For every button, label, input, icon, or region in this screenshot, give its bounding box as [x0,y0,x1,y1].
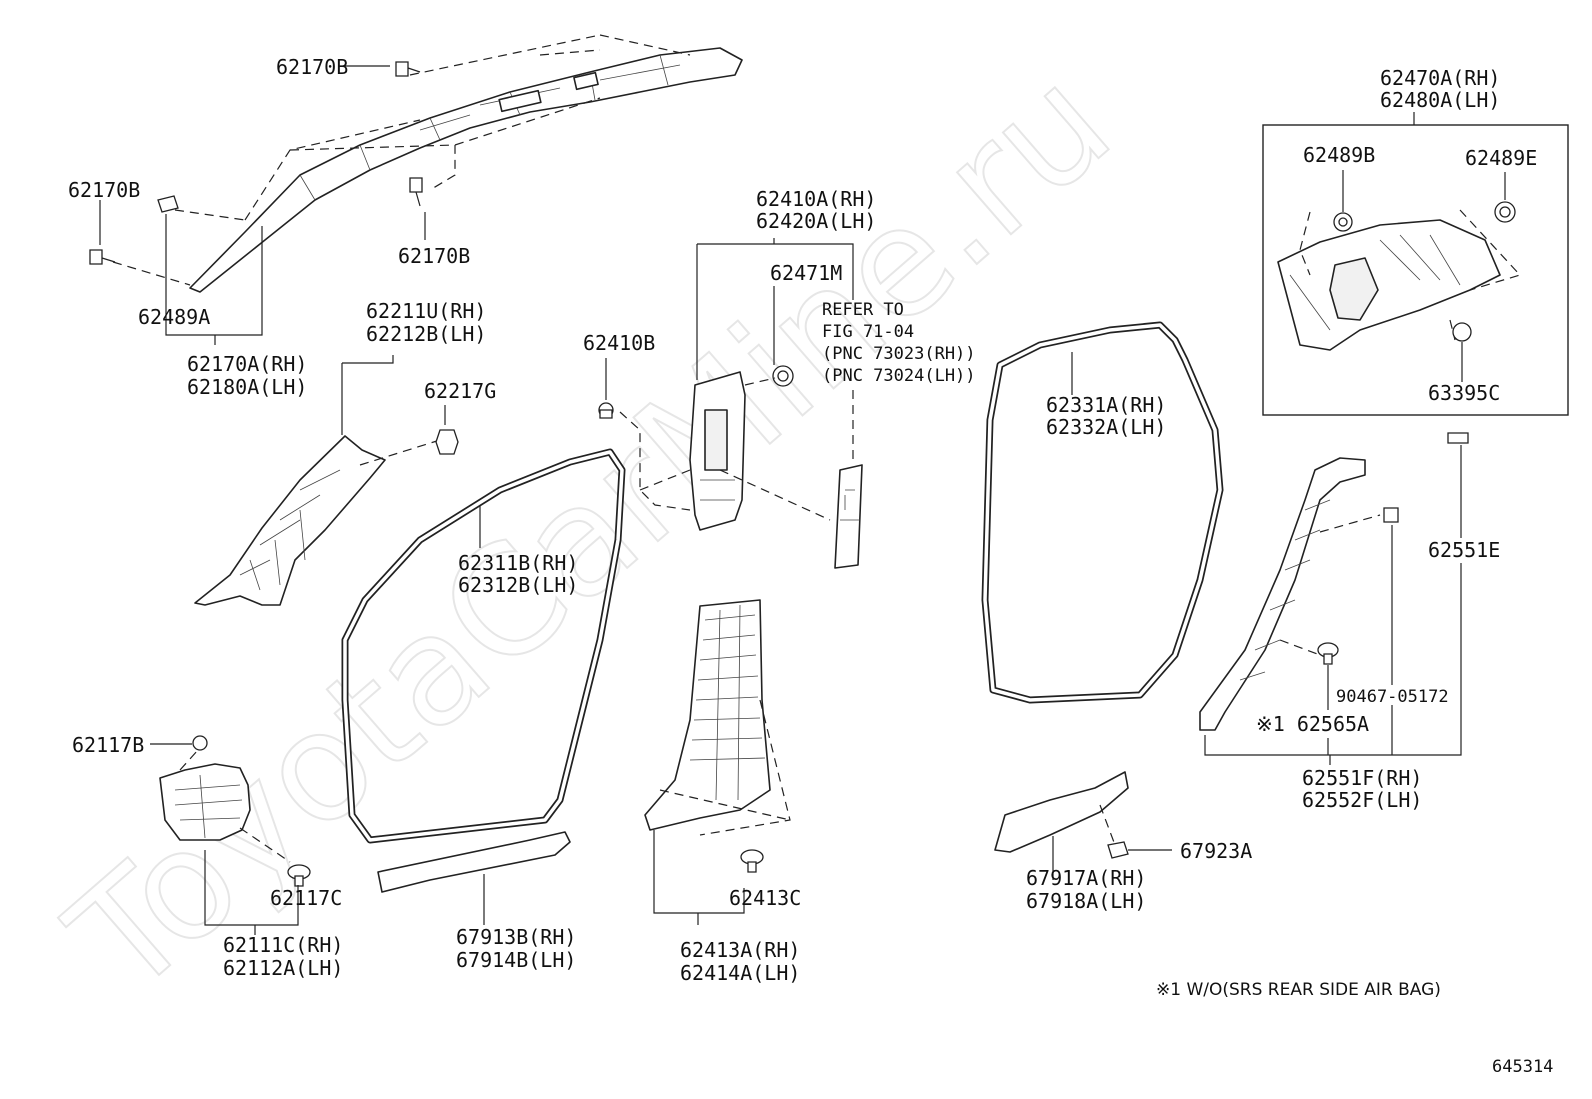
part-label: 62413C [729,886,801,910]
center-pillar-upper-garnish [689,371,746,531]
reference-note: (PNC 73024(LH)) [822,366,976,386]
part-label: 67913B(RH) [456,925,576,949]
part-label: 62551F(RH) [1302,766,1422,790]
part-label: 62111C(RH) [223,933,343,957]
seatbelt-anchor-cover [834,464,863,569]
clip-icon [740,849,764,873]
roof-side-inner-garnish [1277,219,1501,351]
part-label: 62331A(RH) [1046,393,1166,417]
footnote: ※1 W/O(SRS REAR SIDE AIR BAG) [1156,980,1441,1000]
part-label: 62117B [72,733,144,757]
part-label: 67923A [1180,839,1252,863]
part-label: ※1 62565A [1256,712,1369,736]
part-label: 62211U(RH) [366,299,486,323]
rear-door-scuff-plate [994,771,1129,853]
center-pillar-lower-garnish [644,599,771,831]
clip-icon [157,195,179,213]
clip-icon [598,402,614,419]
part-label: 62470A(RH) [1380,66,1500,90]
part-label: 62410A(RH) [756,187,876,211]
part-label: 62311B(RH) [458,551,578,575]
part-label: 62170B [398,244,470,268]
clip-icon [287,864,311,887]
front-pillar-garnish [112,34,743,293]
part-label: 90467-05172 [1336,687,1449,707]
clip-icon [1317,642,1339,665]
cowl-side-trim [159,763,251,841]
quarter-pillar-garnish [1199,457,1366,731]
part-label: 62170B [276,55,348,79]
clip-icon [1107,841,1129,859]
part-label: 62212B(LH) [366,322,486,346]
clip-icon [1333,212,1353,232]
part-label: 62551E [1428,538,1500,562]
part-label: 62170A(RH) [187,352,307,376]
part-label: 62332A(LH) [1046,415,1166,439]
part-label: 62480A(LH) [1380,88,1500,112]
part-label: 67918A(LH) [1026,889,1146,913]
part-label: 67917A(RH) [1026,866,1146,890]
rear-door-weatherstrip [981,321,1224,704]
part-label: 62552F(LH) [1302,788,1422,812]
part-label: 62489A [138,305,210,329]
part-label: 67914B(LH) [456,948,576,972]
clip-icon [1447,432,1469,444]
part-label: 62489E [1465,146,1537,170]
reference-note: (PNC 73023(RH)) [822,344,976,364]
quarter-trim-box [1262,124,1569,416]
figure-number: 645314 [1492,1057,1553,1077]
bolt-icon [395,61,421,77]
part-label: 62420A(LH) [756,209,876,233]
part-label: 62414A(LH) [680,961,800,985]
front-door-scuff-plate [377,831,571,893]
clip-icon [1383,507,1399,523]
reference-note: REFER TO [822,300,904,320]
clip-icon [192,735,208,751]
watermark: ToyotaCarMine.ru [39,36,1143,1028]
front-pillar-lower-garnish [194,435,386,606]
part-label: 62217G [424,379,496,403]
reference-note: FIG 71-04 [822,322,914,342]
clip-icon [1452,322,1472,342]
part-label: 62180A(LH) [187,375,307,399]
part-label: 62489B [1303,143,1375,167]
front-door-weatherstrip [341,448,626,844]
clip-icon [772,365,794,387]
part-label: 62471M [770,261,842,285]
part-label: 62170B [68,178,140,202]
part-label: 62413A(RH) [680,938,800,962]
bolt-icon [409,177,423,207]
part-label: 62117C [270,886,342,910]
part-label: 62112A(LH) [223,956,343,980]
clip-icon [1494,201,1516,223]
part-label: 62312B(LH) [458,573,578,597]
clip-icon [435,429,459,455]
bolt-icon [89,249,116,265]
part-label: 62410B [583,331,655,355]
part-label: 63395C [1428,381,1500,405]
